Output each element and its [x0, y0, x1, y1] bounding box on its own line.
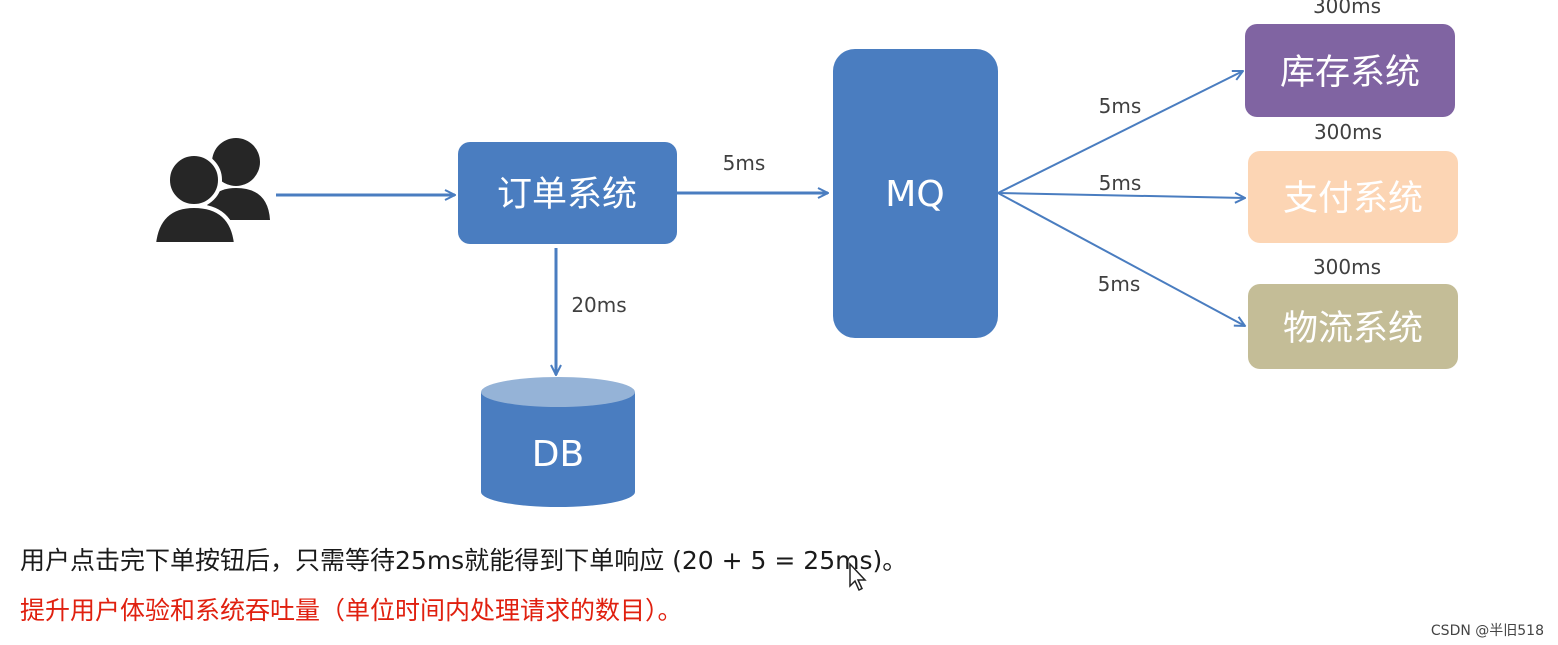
mq-to-inventory-latency: 5ms	[1099, 94, 1142, 118]
mouse-pointer-icon	[849, 562, 867, 592]
logistics-system-box	[1248, 284, 1458, 369]
watermark: CSDN @半旧518	[1430, 623, 1544, 639]
order-to-db-latency: 20ms	[571, 293, 626, 317]
order-to-mq-latency: 5ms	[723, 151, 766, 175]
order-system-box	[458, 142, 677, 244]
inventory-duration: 300ms	[1313, 0, 1381, 18]
db-label: DB	[532, 434, 584, 475]
mq-to-logistics-latency: 5ms	[1098, 272, 1141, 296]
benefit-text: 提升用户体验和系统吞吐量（单位时间内处理请求的数目）。	[20, 596, 683, 625]
users-icon	[151, 138, 270, 246]
order-system-label: 订单系统	[497, 175, 637, 215]
payment-system-box	[1248, 151, 1458, 243]
explanation-text: 用户点击完下单按钮后，只需等待25ms就能得到下单响应 (20 + 5 = 25…	[20, 546, 908, 575]
db-cylinder	[481, 377, 635, 507]
mq-to-payment-arrow	[997, 193, 1245, 198]
mq-to-payment-latency: 5ms	[1099, 171, 1142, 195]
inventory-system-box	[1245, 24, 1455, 117]
payment-duration: 300ms	[1314, 120, 1382, 144]
mq-to-inventory-arrow	[997, 71, 1243, 194]
mq-label: MQ	[885, 174, 944, 215]
payment-system-label: 支付系统	[1283, 179, 1423, 219]
logistics-system-label: 物流系统	[1283, 309, 1423, 349]
mq-to-logistics-arrow	[997, 192, 1245, 326]
logistics-duration: 300ms	[1313, 255, 1381, 279]
mq-box	[833, 49, 998, 338]
inventory-system-label: 库存系统	[1280, 53, 1420, 93]
